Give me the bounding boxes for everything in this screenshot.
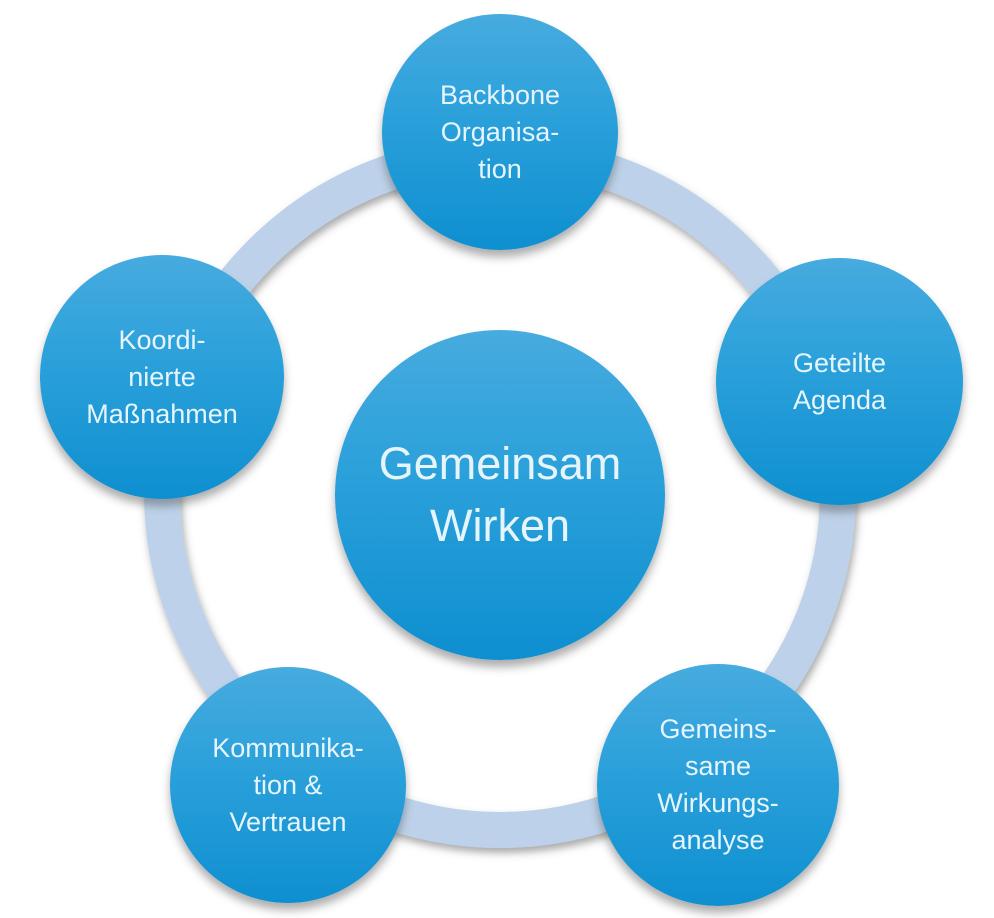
node-label: Koordi- nierte Maßnahmen xyxy=(86,324,238,429)
node-kommunikation-vertrauen: Kommunika- tion & Vertrauen xyxy=(170,667,406,903)
node-koordinierte-massnahmen: Koordi- nierte Maßnahmen xyxy=(40,255,284,499)
node-backbone-organisation: Backbone Organisa- tion xyxy=(382,14,618,250)
node-label: Backbone Organisa- tion xyxy=(439,79,561,184)
node-label: Gemeins- same Wirkungs- analyse xyxy=(657,714,779,855)
node-geteilte-agenda: Geteilte Agenda xyxy=(716,258,963,505)
node-label: Geteilte Agenda xyxy=(792,347,887,415)
node-label: Gemeinsam Wirken xyxy=(378,438,622,551)
node-gemeinsam-wirken: Gemeinsam Wirken xyxy=(335,330,665,660)
node-label: Kommunika- tion & Vertrauen xyxy=(212,732,364,837)
node-gemeinsame-wirkungsanalyse: Gemeins- same Wirkungs- analyse xyxy=(597,664,839,906)
